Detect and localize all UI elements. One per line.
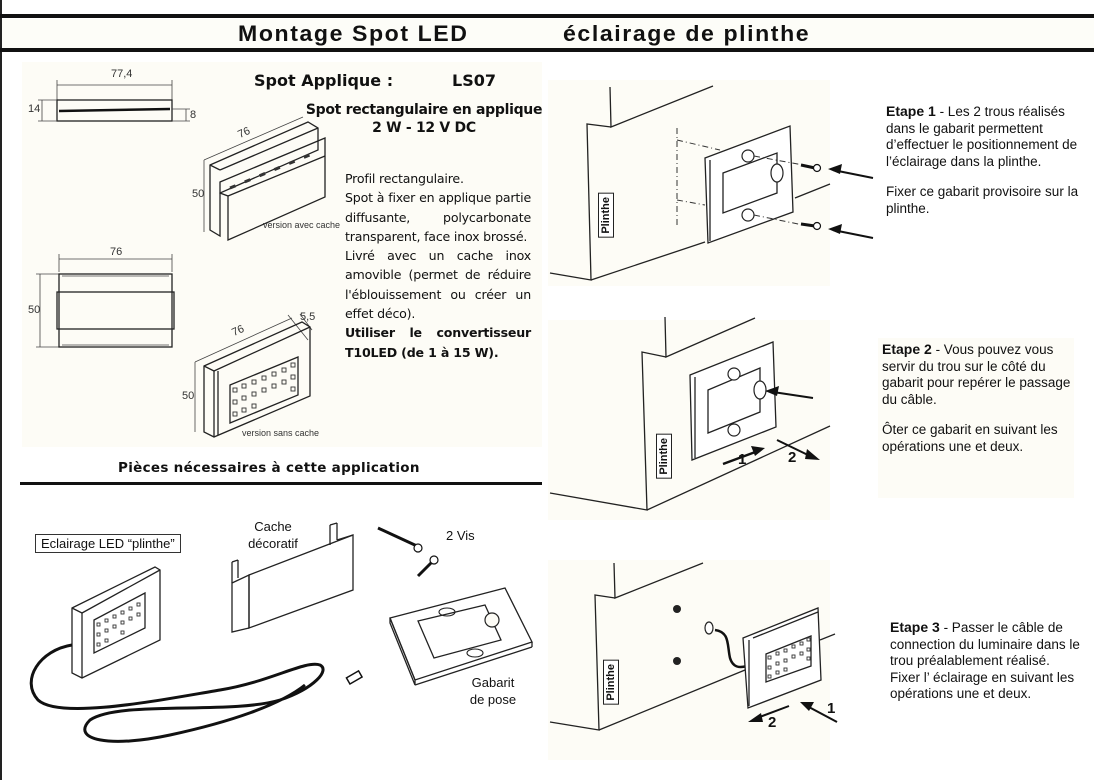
step1-text2: Fixer ce gabarit provisoire sur la plint… xyxy=(886,184,1079,216)
dim-side-depth: 8 xyxy=(190,109,197,121)
step2-arrow2-label: 2 xyxy=(788,449,797,466)
led-luminaire-drawing xyxy=(29,566,364,743)
cover-label-line1: Cache xyxy=(254,519,292,534)
step3-plinthe-label: Plinthe xyxy=(603,660,619,705)
header-top-rule xyxy=(0,14,1094,18)
step2-arrow1-label: 1 xyxy=(738,451,747,468)
step1-plinthe-label: Plinthe xyxy=(598,193,614,238)
step3-arrow2-label: 2 xyxy=(768,714,777,731)
header-band xyxy=(2,19,1094,48)
led-grid xyxy=(232,362,296,417)
led-part-label: Eclairage LED “plinthe” xyxy=(35,534,181,553)
step2-text-bg xyxy=(878,338,1074,498)
dim-front-height: 50 xyxy=(28,304,41,316)
step2-text1: - Vous pouvez vous servir du trou sur le… xyxy=(882,342,1071,407)
caption-without-cover: version sans cache xyxy=(242,428,320,438)
mounting-template-drawing xyxy=(389,587,533,686)
step1-text: Etape 1 - Les 2 trous réalisés dans le g… xyxy=(886,103,1091,232)
iso-with-cover-drawing xyxy=(203,116,326,241)
cover-part-label: Cache décoratif xyxy=(236,518,310,552)
parts-drawing xyxy=(29,522,533,743)
step3-heading: Etape 3 xyxy=(890,619,940,635)
screws-part-label: 2 Vis xyxy=(446,528,475,543)
description-line: Profil rectangulaire. xyxy=(345,171,464,186)
description-line: Spot à fixer en applique partie diffusan… xyxy=(345,190,531,244)
spec-description: Profil rectangulaire. Spot à fixer en ap… xyxy=(345,169,531,362)
spec-subtitle: Spot rectangulaire en applique 2 W - 12 … xyxy=(300,101,548,137)
page-title-right: éclairage de plinthe xyxy=(563,21,811,46)
cover-label-line2: décoratif xyxy=(248,536,298,551)
step3-text: Etape 3 - Passer le câble de connection … xyxy=(890,619,1080,717)
template-label-line1: Gabarit xyxy=(471,675,515,690)
step2-plinthe-label: Plinthe xyxy=(656,434,672,479)
page-title-left: Montage Spot LED xyxy=(238,21,469,46)
step2-illustration-bg xyxy=(548,320,830,520)
dim-iso-bare-height: 50 xyxy=(182,390,195,402)
step3-text1: - Passer le câble de connection du lumin… xyxy=(890,620,1080,669)
cable xyxy=(29,643,325,743)
step1-text1: - Les 2 trous réalisés dans le gabarit p… xyxy=(886,104,1078,169)
step2-text2: Ôter ce gabarit en suivant les opération… xyxy=(882,422,1058,454)
dim-side-height: 14 xyxy=(28,103,41,115)
header-bottom-rule xyxy=(0,48,1094,52)
step2-heading: Etape 2 xyxy=(882,341,932,357)
dim-iso-bare-thickness: 5,5 xyxy=(300,311,316,323)
step3-text2: Fixer l’ éclairage en suivant les opérat… xyxy=(890,669,1075,702)
iso-without-cover-drawing xyxy=(194,313,313,438)
parts-section-rule xyxy=(20,482,542,485)
spec-subtitle-line1: Spot rectangulaire en applique xyxy=(305,102,543,118)
front-view-drawing xyxy=(36,254,175,348)
side-view-drawing xyxy=(38,80,190,122)
converter-note: Utiliser le convertisseur T10LED (de 1 à… xyxy=(345,325,531,360)
template-part-label: Gabarit de pose xyxy=(458,674,528,708)
step2-text: Etape 2 - Vous pouvez vous servir du tro… xyxy=(882,341,1087,470)
description-line: Livré avec un cache inox amovible (perme… xyxy=(345,248,531,322)
step2-illustration xyxy=(549,316,831,511)
spec-model: LS07 xyxy=(452,71,496,90)
spec-label: Spot Applique : xyxy=(254,71,394,90)
decorative-cover-drawing xyxy=(231,522,354,633)
spec-subtitle-line2: 2 W - 12 V DC xyxy=(372,120,476,136)
dim-front-width: 76 xyxy=(110,246,123,258)
parts-section-title: Pièces nécessaires à cette application xyxy=(118,460,420,476)
dim-iso-cover-height: 50 xyxy=(192,188,205,200)
dim-side-width: 77,4 xyxy=(111,68,133,80)
caption-with-cover: version avec cache xyxy=(263,220,341,230)
step1-illustration xyxy=(549,85,874,281)
step3-arrow1-label: 1 xyxy=(827,700,836,717)
step1-heading: Etape 1 xyxy=(886,103,936,119)
template-label-line2: de pose xyxy=(469,692,517,707)
step3-illustration xyxy=(549,562,838,731)
screws-drawing xyxy=(377,526,439,578)
